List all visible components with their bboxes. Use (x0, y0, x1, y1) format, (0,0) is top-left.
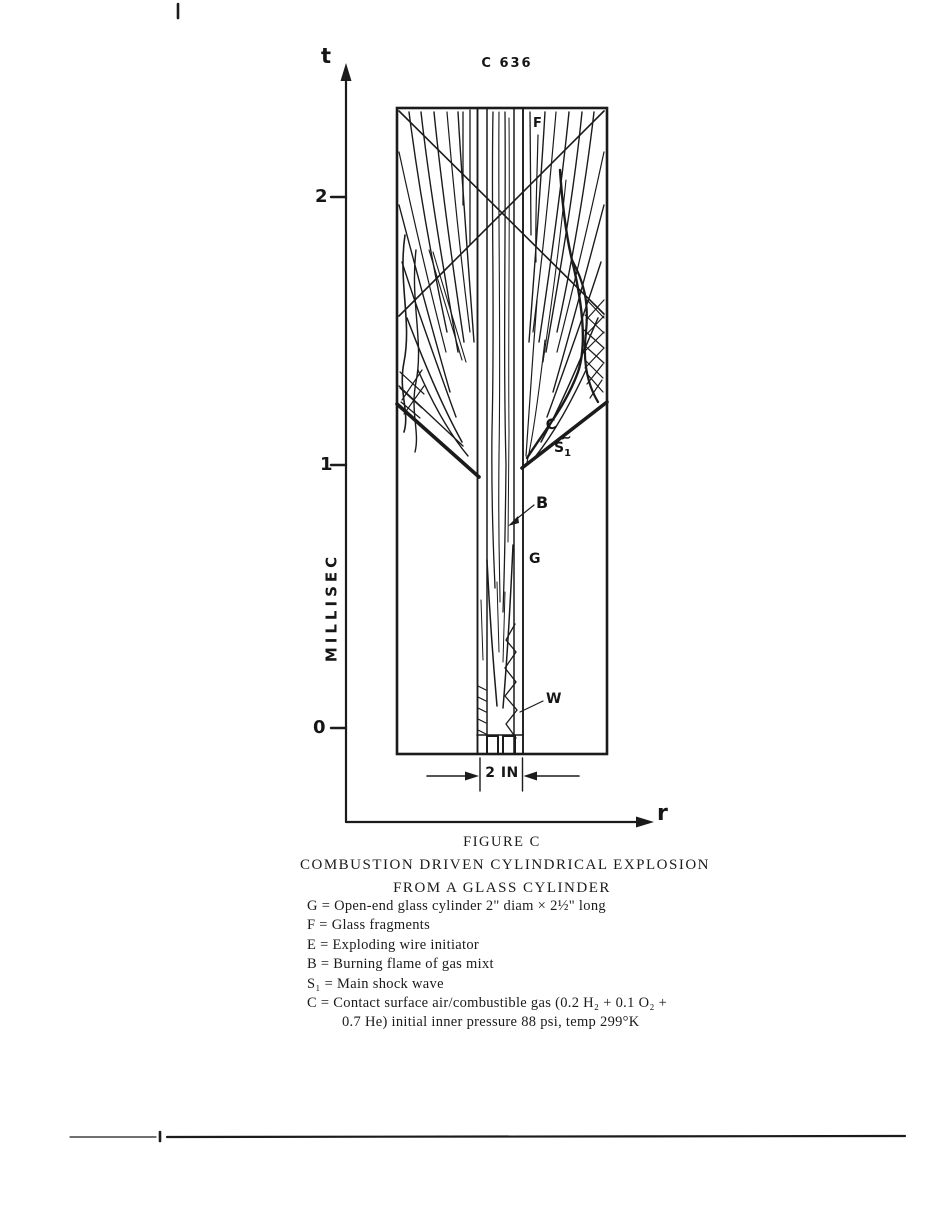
figure-title: FIGURE C (463, 834, 541, 850)
r-axis-label: r (657, 801, 668, 826)
legend-item-s1: S₁ = Main shock wave (307, 975, 444, 992)
t-axis-label: t (321, 44, 332, 68)
shock-letter: S (554, 440, 565, 456)
figure-subtitle-line1: COMBUSTION DRIVEN CYLINDRICAL EXPLOSION (299, 857, 711, 873)
wire-label: W (546, 691, 562, 707)
legend-item-c: C = Contact surface air/combustible gas … (307, 994, 668, 1011)
photo-id: C 636 (481, 56, 533, 71)
figure-legend: G = Open-end glass cylinder 2" diam × 2½… (307, 898, 767, 1034)
dimension-lines (426, 757, 580, 792)
legend-item-b: B = Burning flame of gas mixt (307, 956, 494, 973)
shock-subscript: 1 (564, 448, 572, 459)
r-axis-arrowhead-icon (636, 816, 654, 828)
right-crescent-hatching (583, 299, 605, 399)
figure-subtitle-line2: FROM A GLASS CYLINDER (393, 880, 611, 896)
bottom-rule (69, 1130, 907, 1143)
main-shock-wave (395, 385, 609, 479)
fragment-fan-left (398, 111, 475, 457)
dim-arrow-left-icon (523, 771, 537, 781)
fragments-label: F (533, 116, 542, 131)
legend-item-f: F = Glass fragments (307, 917, 431, 934)
legend-item-g: G = Open-end glass cylinder 2" diam × 2½… (307, 898, 606, 914)
cylinder-label: G (529, 551, 541, 567)
flame-streaks (462, 109, 532, 709)
t-axis-arrowhead-icon (340, 63, 352, 81)
contact-surface-label: C (544, 416, 558, 434)
flame-label: B (536, 493, 549, 512)
crossing-diagonals (398, 110, 605, 317)
legend-item-e: E = Exploding wire initiator (307, 936, 480, 953)
shock-wave-label: ~S1 (554, 430, 573, 459)
label-leaders (508, 504, 544, 713)
axes (329, 63, 654, 828)
dim-arrow-right-icon (465, 771, 479, 781)
tick-label-0: 0 (313, 717, 326, 738)
dimension-label: 2 IN (485, 765, 519, 781)
y-axis-unit-label: MILLISEC (322, 552, 341, 663)
tick-label-1: 1 (320, 454, 333, 475)
glass-cylinder-walls (476, 107, 524, 755)
legend-item-c-continued: 0.7 He) initial inner pressure 88 psi, t… (342, 1014, 640, 1031)
wire-region (476, 623, 524, 755)
fragment-fan-right (525, 111, 605, 463)
left-hatching (399, 369, 425, 419)
tick-label-2: 2 (315, 186, 328, 207)
b-leader-arrowhead-icon (508, 516, 519, 526)
